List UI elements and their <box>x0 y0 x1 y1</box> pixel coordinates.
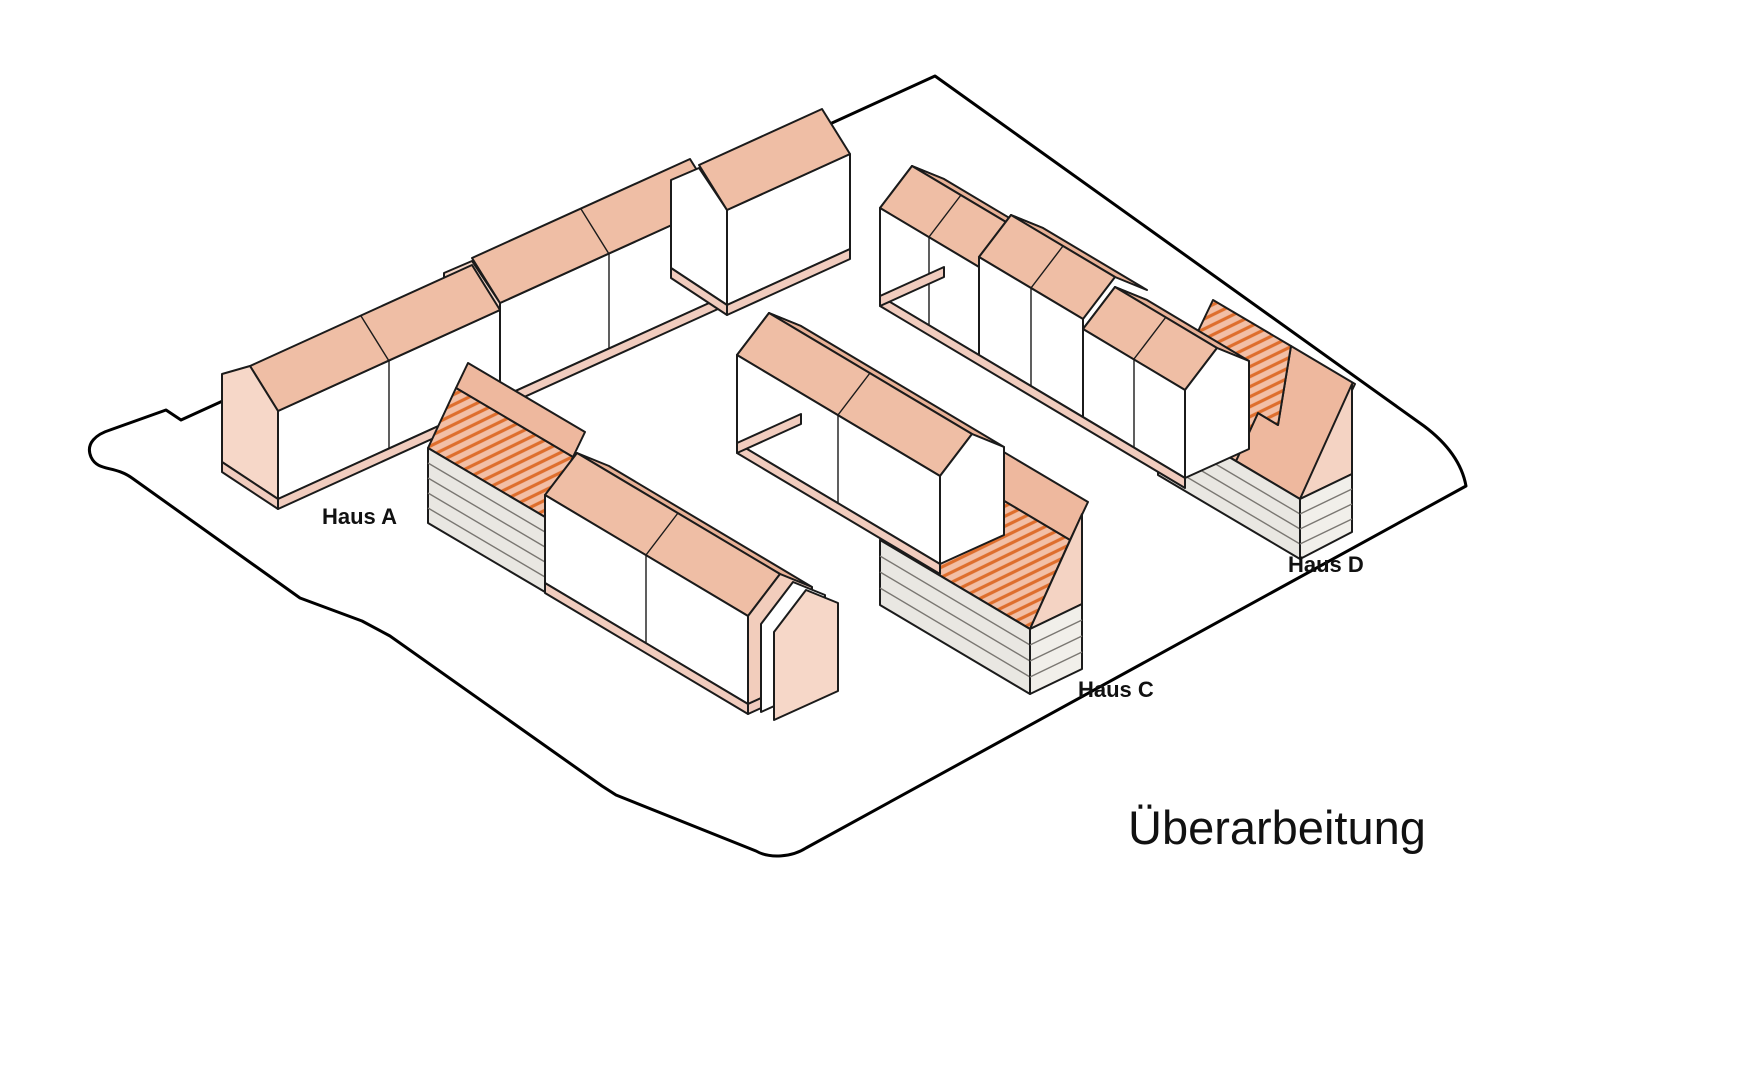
site-boundary-line <box>88 74 1468 858</box>
facade-division-line <box>360 315 390 449</box>
north-terrace-row <box>221 108 851 510</box>
plinth <box>736 413 802 454</box>
haus-a-block <box>427 362 839 721</box>
haus-c-label: Haus C <box>1078 677 1154 702</box>
floor-lines <box>879 555 1031 678</box>
plinth <box>879 266 945 307</box>
haus-a-label: Haus A <box>322 504 397 529</box>
plinth <box>221 461 279 510</box>
facade-division-line <box>837 372 871 503</box>
gable-end <box>1184 347 1250 479</box>
facade-division-line <box>580 208 610 349</box>
floor-lines <box>1299 488 1353 545</box>
haus-d-label: Haus D <box>1288 552 1364 577</box>
gable-slice <box>773 589 839 721</box>
facade-division-line <box>1133 316 1167 447</box>
facade-division-line <box>645 512 679 643</box>
facade-division-line <box>928 194 962 325</box>
east-terrace-row <box>879 165 1250 489</box>
gable-end <box>939 433 1005 565</box>
facade-division-line <box>1030 245 1064 386</box>
middle-terrace-row <box>736 312 1005 575</box>
plinth <box>670 267 728 316</box>
floor-lines <box>427 462 546 578</box>
drawing-title: Überarbeitung <box>1128 801 1426 854</box>
floor-lines <box>1029 619 1083 678</box>
roof <box>698 108 851 211</box>
